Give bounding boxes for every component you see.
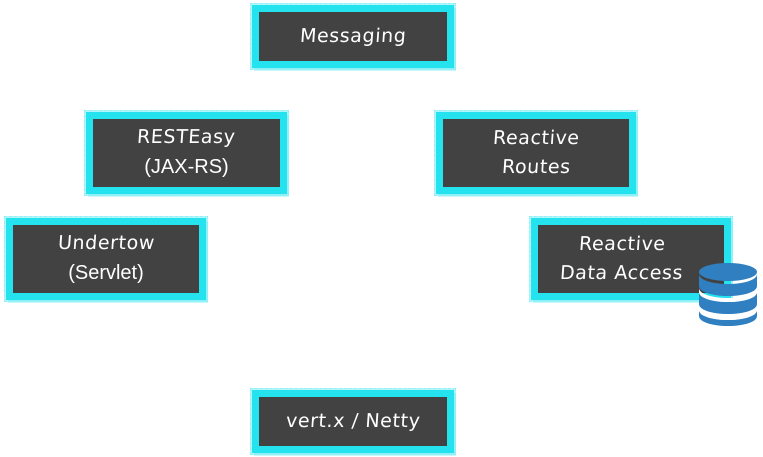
vertx-netty-node: vert.x / Netty xyxy=(250,388,456,455)
reactive-routes-label-line1: Reactive xyxy=(491,126,581,149)
undertow-sublabel: (Servlet) xyxy=(68,262,144,285)
undertow-label: Undertow xyxy=(56,231,156,254)
database-icon xyxy=(699,263,757,326)
vertx-netty-label: vert.x / Netty xyxy=(285,409,422,432)
messaging-label: Messaging xyxy=(299,24,408,47)
reactive-data-access-label-line1: Reactive xyxy=(577,232,667,255)
undertow-node: Undertow (Servlet) xyxy=(4,216,208,302)
resteasy-node: RESTEasy (JAX-RS) xyxy=(84,110,289,196)
reactive-routes-node: Reactive Routes xyxy=(434,110,638,196)
reactive-data-access-node: Reactive Data Access xyxy=(529,216,733,302)
messaging-node: Messaging xyxy=(250,3,456,70)
resteasy-sublabel: (JAX-RS) xyxy=(144,156,229,179)
reactive-data-access-label-line2: Data Access xyxy=(559,262,685,284)
resteasy-label: RESTEasy xyxy=(136,125,237,148)
reactive-routes-label-line2: Routes xyxy=(500,156,572,178)
reactive-data-access-labels: Reactive Data Access xyxy=(559,230,685,289)
